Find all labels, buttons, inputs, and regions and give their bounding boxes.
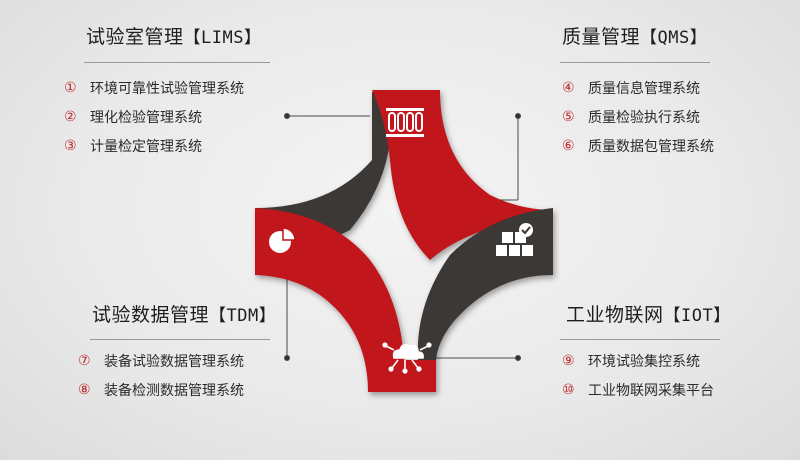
- pie-chart-icon: [269, 227, 296, 253]
- divider: [90, 339, 270, 340]
- title-text: 工业物联网: [566, 304, 664, 326]
- divider: [560, 339, 720, 340]
- section-tdm: 试验数据管理【TDM】: [92, 300, 276, 327]
- section-title: 试验室管理【LIMS】: [86, 22, 261, 49]
- item-label: 计量检定管理系统: [90, 138, 202, 155]
- section-qms: 质量管理【QMS】: [562, 22, 707, 49]
- item-number: ⑥: [562, 137, 575, 154]
- item-label: 环境试验集控系统: [588, 353, 700, 370]
- list-item: ② 理化检验管理系统: [64, 102, 244, 131]
- band-red-top: [372, 90, 553, 260]
- item-label: 装备试验数据管理系统: [104, 353, 244, 370]
- item-number: ④: [562, 79, 575, 96]
- list-item: ⑧ 装备检测数据管理系统: [78, 375, 244, 404]
- title-tag: 【QMS】: [640, 28, 708, 48]
- band-dark-top: [255, 92, 392, 240]
- item-label: 理化检验管理系统: [90, 109, 202, 126]
- boxes-check-icon: [496, 223, 533, 256]
- section-title: 试验数据管理【TDM】: [92, 300, 276, 327]
- title-text: 质量管理: [562, 26, 641, 48]
- item-label: 质量检验执行系统: [588, 109, 700, 126]
- cloud-network-icon: [382, 342, 432, 374]
- item-number: ①: [64, 79, 77, 96]
- item-number: ⑧: [78, 381, 91, 398]
- lims-list: ① 环境可靠性试验管理系统 ② 理化检验管理系统 ③ 计量检定管理系统: [64, 73, 244, 160]
- list-item: ③ 计量检定管理系统: [64, 131, 244, 160]
- item-label: 质量信息管理系统: [588, 80, 700, 97]
- list-item: ⑤ 质量检验执行系统: [562, 102, 714, 131]
- item-number: ③: [64, 137, 77, 154]
- list-item: ⑨ 环境试验集控系统: [562, 346, 714, 375]
- section-lims: 试验室管理【LIMS】: [86, 22, 261, 49]
- title-text: 试验室管理: [86, 26, 184, 48]
- band-red-left: [255, 208, 436, 392]
- title-text: 试验数据管理: [92, 304, 210, 326]
- item-number: ②: [64, 108, 77, 125]
- list-item: ⑦ 装备试验数据管理系统: [78, 346, 244, 375]
- title-tag: 【LIMS】: [183, 28, 262, 48]
- item-label: 质量数据包管理系统: [588, 138, 714, 155]
- section-title: 质量管理【QMS】: [562, 22, 707, 49]
- list-item: ① 环境可靠性试验管理系统: [64, 73, 244, 102]
- section-title: 工业物联网【IOT】: [566, 300, 731, 327]
- test-tubes-icon: [386, 108, 424, 137]
- iot-list: ⑨ 环境试验集控系统 ⑩ 工业物联网采集平台: [562, 346, 714, 404]
- item-number: ⑩: [562, 381, 575, 398]
- divider: [84, 62, 270, 63]
- item-number: ⑨: [562, 352, 575, 369]
- title-tag: 【TDM】: [209, 306, 277, 326]
- item-label: 装备检测数据管理系统: [104, 382, 244, 399]
- item-number: ⑤: [562, 108, 575, 125]
- divider: [560, 62, 710, 63]
- list-item: ⑩ 工业物联网采集平台: [562, 375, 714, 404]
- list-item: ⑥ 质量数据包管理系统: [562, 131, 714, 160]
- item-number: ⑦: [78, 352, 91, 369]
- item-label: 环境可靠性试验管理系统: [90, 80, 244, 97]
- tdm-list: ⑦ 装备试验数据管理系统 ⑧ 装备检测数据管理系统: [78, 346, 244, 404]
- list-item: ④ 质量信息管理系统: [562, 73, 714, 102]
- qms-list: ④ 质量信息管理系统 ⑤ 质量检验执行系统 ⑥ 质量数据包管理系统: [562, 73, 714, 160]
- title-tag: 【IOT】: [663, 306, 731, 326]
- item-label: 工业物联网采集平台: [588, 382, 714, 399]
- section-iot: 工业物联网【IOT】: [566, 300, 731, 327]
